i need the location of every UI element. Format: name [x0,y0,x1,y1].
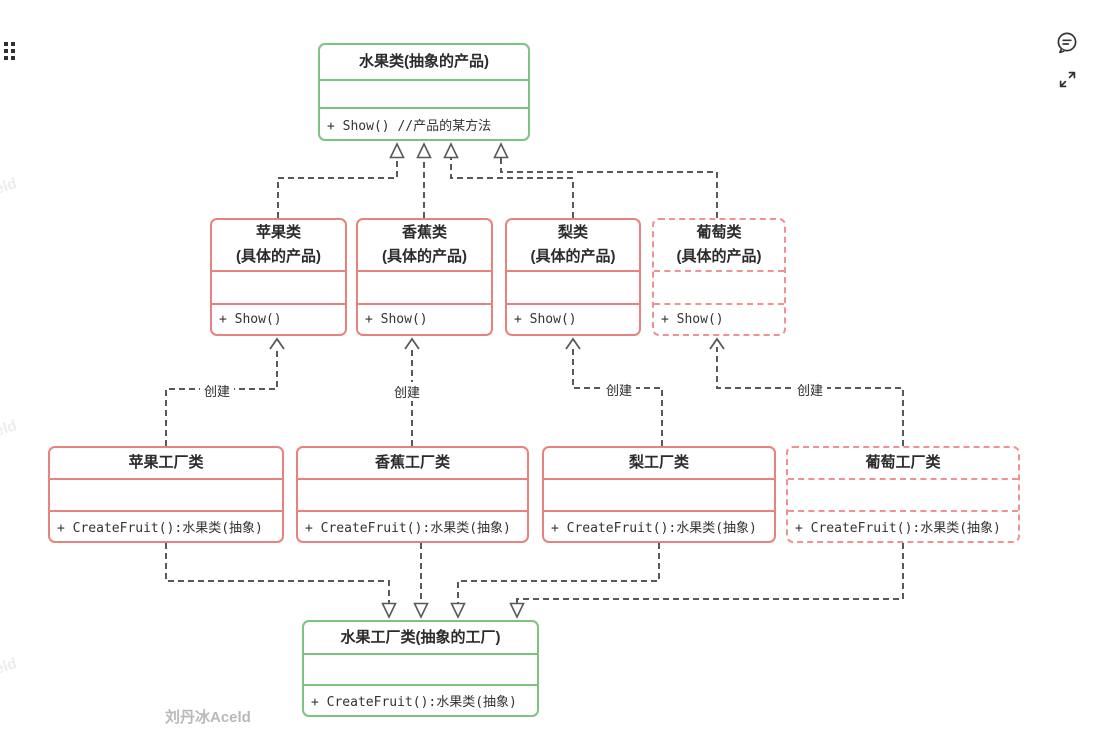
class-attributes-empty [544,478,774,510]
edge-pear-product-to-fruit-abstract [443,142,574,218]
class-method: + CreateFruit():水果类(抽象) [788,510,1018,541]
expand-icon[interactable] [1057,69,1078,90]
class-box-fruit-factory-abstract[interactable]: 水果工厂类(抽象的工厂) + CreateFruit():水果类(抽象) [302,620,539,717]
class-title: 苹果类 (具体的产品) [236,224,321,265]
class-method: + CreateFruit():水果类(抽象) [50,510,282,541]
class-title: 香蕉工厂类 [374,454,450,471]
class-title: 葡萄工厂类 [865,454,941,471]
class-method: + CreateFruit():水果类(抽象) [298,510,527,541]
edge-pear-factory-to-abstract-factory [450,543,660,619]
class-method: + Show() [654,303,784,334]
class-method: + CreateFruit():水果类(抽象) [544,510,774,541]
edge-banana-factory-creates-banana [404,337,420,446]
class-title: 水果类(抽象的产品) [359,53,489,70]
class-box-grape-factory[interactable]: 葡萄工厂类 + CreateFruit():水果类(抽象) [786,446,1020,543]
class-box-pear-product[interactable]: 梨类 (具体的产品) + Show() [505,218,641,336]
class-attributes-empty [320,79,528,107]
class-box-apple-factory[interactable]: 苹果工厂类 + CreateFruit():水果类(抽象) [48,446,284,543]
class-attributes-empty [212,270,345,303]
class-attributes-empty [298,478,527,510]
class-attributes-empty [304,653,537,684]
class-attributes-empty [507,270,639,303]
class-box-grape-product[interactable]: 葡萄类 (具体的产品) + Show() [652,218,786,336]
edge-label-create: 创建 [602,380,637,399]
class-box-apple-product[interactable]: 苹果类 (具体的产品) + Show() [210,218,347,336]
edge-label-create: 创建 [200,381,235,400]
edge-label-create: 创建 [390,382,425,401]
class-attributes-empty [50,478,282,510]
class-title: 苹果工厂类 [128,454,204,471]
class-method: + Show() [358,303,491,334]
edge-banana-product-to-fruit-abstract [416,142,432,218]
class-attributes-empty [788,478,1018,510]
class-title: 梨类 (具体的产品) [530,224,616,265]
class-method: + Show() [212,303,345,334]
watermark-author: 刘丹冰Aceld [165,709,251,726]
edge-grape-product-to-fruit-abstract [493,142,718,218]
edge-label-create: 创建 [793,380,828,399]
class-attributes-empty [358,270,491,303]
edge-apple-factory-to-abstract-factory [165,543,397,619]
comment-icon[interactable] [1055,31,1079,55]
class-box-fruit-abstract[interactable]: 水果类(抽象的产品) + Show() //产品的某方法 [318,43,530,141]
edge-grape-factory-to-abstract-factory [509,543,904,619]
class-method: + Show() //产品的某方法 [320,107,528,139]
edge-banana-factory-to-abstract-factory [413,543,429,619]
class-title: 梨工厂类 [628,454,689,471]
class-box-banana-product[interactable]: 香蕉类 (具体的产品) + Show() [356,218,493,336]
class-box-pear-factory[interactable]: 梨工厂类 + CreateFruit():水果类(抽象) [542,446,776,543]
class-title: 水果工厂类(抽象的工厂) [340,628,501,646]
class-attributes-empty [654,270,784,303]
class-title: 葡萄类 (具体的产品) [676,224,762,265]
class-title: 香蕉类 (具体的产品) [382,224,467,265]
drag-handle-icon[interactable] [4,42,18,60]
class-method: + Show() [507,303,639,334]
class-method: + CreateFruit():水果类(抽象) [304,684,537,715]
class-box-banana-factory[interactable]: 香蕉工厂类 + CreateFruit():水果类(抽象) [296,446,529,543]
edge-apple-product-to-fruit-abstract [277,142,405,218]
